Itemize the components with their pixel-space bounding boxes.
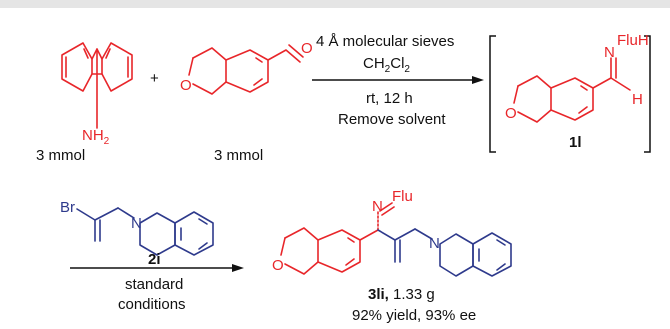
- step2-arrowhead: [232, 264, 244, 272]
- plus-sign: +: [150, 70, 159, 87]
- aldehyde-structure: [188, 44, 304, 95]
- product-ring-oxygen: O: [272, 257, 284, 274]
- imine-ring-oxygen: O: [505, 105, 517, 122]
- imine-nitrogen: N: [604, 44, 615, 61]
- product-flu: Flu: [392, 188, 413, 205]
- left-bracket: [489, 35, 496, 153]
- fluorenylamine-structure: [61, 42, 133, 129]
- condition-solvent: CH2Cl2: [363, 55, 410, 75]
- step2-condition-2: conditions: [118, 296, 186, 313]
- imine-hydrogen: H: [632, 91, 643, 108]
- condition-workup: Remove solvent: [338, 111, 446, 128]
- imine-fluh: FluH: [617, 32, 649, 49]
- intermediate-id: 1l: [569, 134, 582, 151]
- aldehyde-ring-oxygen: O: [180, 77, 192, 94]
- product-yield: 92% yield, 93% ee: [352, 307, 476, 324]
- product-structure: [280, 202, 512, 277]
- aldehyde-oxygen: O: [301, 40, 313, 57]
- allyl-bromide-structure: [76, 207, 214, 256]
- bromine-label: Br: [60, 199, 75, 216]
- amine-amount: 3 mmol: [36, 147, 85, 164]
- condition-time: rt, 12 h: [366, 90, 413, 107]
- top-divider-bar: [0, 0, 670, 8]
- step2-condition-1: standard: [125, 276, 183, 293]
- imine-structure: [513, 57, 631, 123]
- thiq-nitrogen: N: [131, 215, 142, 232]
- product-amine-nitrogen: N: [429, 235, 440, 252]
- reagent2-id: 2i: [148, 251, 161, 268]
- amine-label: NH2: [82, 127, 110, 147]
- product-caption: 3li, 1.33 g: [368, 286, 435, 303]
- product-nitrogen: N: [372, 198, 383, 215]
- right-bracket: [644, 35, 651, 153]
- aldehyde-amount: 3 mmol: [214, 147, 263, 164]
- step1-arrowhead: [472, 76, 484, 84]
- condition-sieves: 4 Å molecular sieves: [316, 33, 454, 50]
